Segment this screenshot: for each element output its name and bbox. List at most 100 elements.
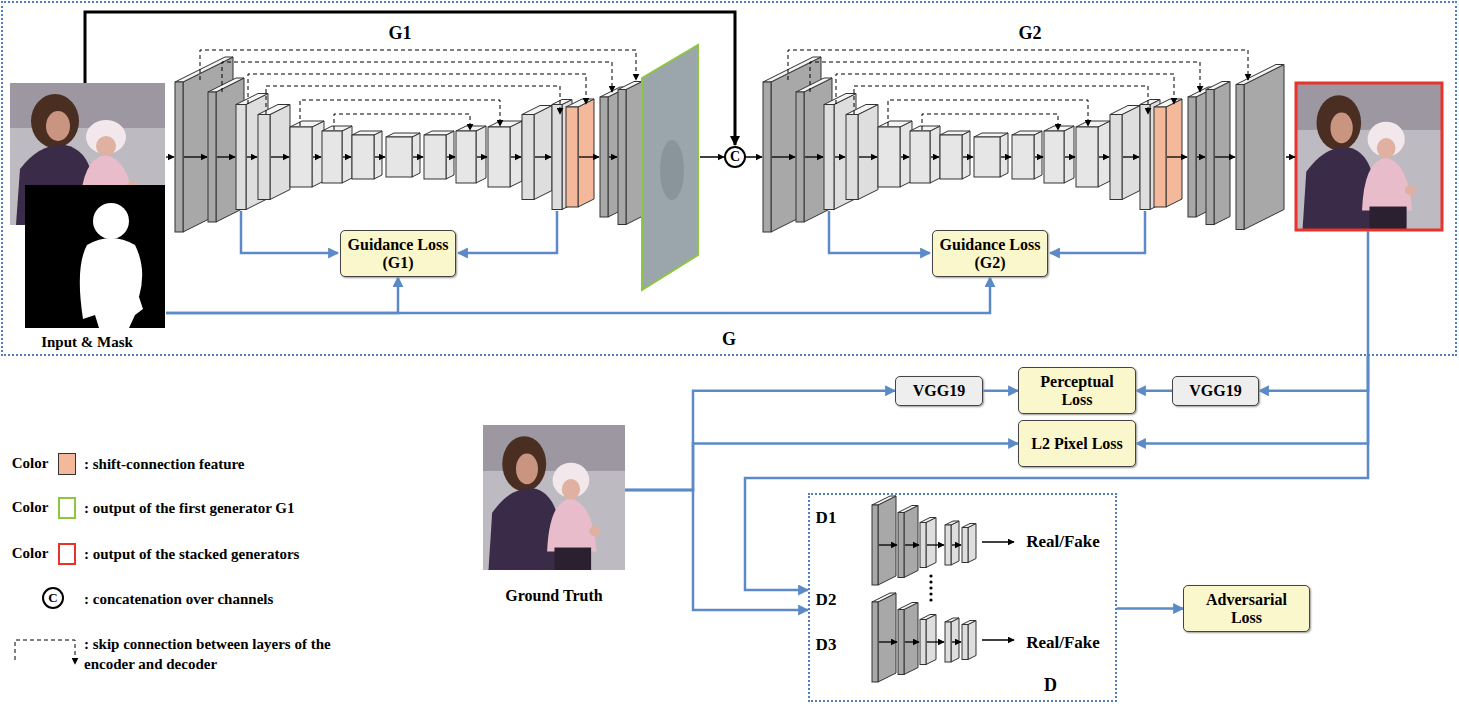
generator-network <box>175 57 642 232</box>
flow-arrow <box>343 156 351 157</box>
flow-arrow <box>1123 156 1139 157</box>
photo <box>483 425 625 570</box>
label: C <box>730 149 740 164</box>
flow-arrow <box>511 156 521 157</box>
discriminator-network <box>872 496 976 585</box>
flow-arrow <box>1286 156 1295 158</box>
g1-output-plane <box>642 45 698 290</box>
flow-arrow <box>835 156 845 157</box>
skip-connection <box>200 50 636 80</box>
skip-connection <box>888 100 1088 126</box>
legend-text: : concatenation over channels <box>84 589 273 609</box>
label: C <box>48 591 57 605</box>
node-label: Ground Truth <box>505 587 602 605</box>
flow-arrow <box>579 156 599 157</box>
skip-symbol <box>15 640 75 664</box>
skip-connection <box>810 62 1200 92</box>
flow-arrow <box>535 156 551 157</box>
generator-network <box>763 57 1284 232</box>
ellipsis-dot <box>929 586 932 589</box>
node-label: L2 Pixel Loss <box>1031 435 1123 453</box>
output-frame <box>1296 83 1442 230</box>
flow-arrow <box>375 156 385 157</box>
label: Color <box>12 499 49 516</box>
flow-arrow <box>1035 156 1043 157</box>
label: Real/Fake <box>1026 634 1100 653</box>
flow-arrow <box>313 156 321 157</box>
legend-swatch <box>58 453 76 475</box>
flow-arrow <box>905 544 919 545</box>
photo <box>1297 84 1441 229</box>
flow-arrow <box>700 156 724 158</box>
flow-arrow <box>879 544 897 545</box>
flow-arrow <box>859 156 877 157</box>
flow-arrow <box>413 156 423 157</box>
ellipsis-dot <box>929 592 932 595</box>
feature-tap <box>829 211 930 253</box>
skip-connection <box>788 50 1248 80</box>
connector <box>166 277 990 313</box>
flow-arrow <box>982 541 1014 543</box>
flow-arrow <box>772 156 795 157</box>
node-label: Adversarial Loss <box>1190 591 1303 626</box>
flow-arrow <box>879 641 897 642</box>
node-label: D <box>1044 675 1057 696</box>
legend-text: : output of the stacked generators <box>84 544 299 564</box>
vgg-box: VGG19 <box>895 376 983 406</box>
node-label: Guidance Loss (G1) <box>347 236 449 271</box>
legend-text: : shift-connection feature <box>84 454 245 474</box>
flow-arrow <box>901 156 909 157</box>
flow-arrow <box>905 641 919 642</box>
connector <box>1259 356 1368 391</box>
ellipsis-dot <box>929 580 932 583</box>
flow-arrow <box>184 156 207 157</box>
flow-arrow <box>982 639 1014 641</box>
skip-connection <box>300 100 500 126</box>
generator-region: GInput & MaskGuidance Loss (G1)Guidance … <box>1 1 1457 356</box>
loss-box: Adversarial Loss <box>1183 585 1310 632</box>
connector <box>1136 390 1172 393</box>
input-bypass <box>85 12 735 145</box>
flow-arrow <box>952 641 961 642</box>
loss-box: Guidance Loss (G1) <box>340 230 456 277</box>
flow-arrow <box>931 156 939 157</box>
loss-box: L2 Pixel Loss <box>1018 420 1136 467</box>
feature-tap <box>1050 211 1145 253</box>
loss-box: Guidance Loss (G2) <box>932 230 1048 277</box>
ellipsis-dot <box>929 598 932 601</box>
node-label: VGG19 <box>913 382 965 400</box>
flow-arrow <box>1215 156 1235 157</box>
connector <box>625 444 1018 491</box>
legend-text: : output of the first generator G1 <box>84 498 295 518</box>
flow-arrow <box>1065 156 1075 157</box>
flow-arrow <box>271 156 289 157</box>
node-label: VGG19 <box>1189 382 1241 400</box>
connector <box>625 490 808 610</box>
g1-output-shadow <box>660 140 684 200</box>
discriminator-region: D <box>808 493 1117 702</box>
label: D1 <box>816 509 837 528</box>
flow-arrow <box>609 156 617 157</box>
flow-arrow <box>247 156 257 157</box>
connector <box>625 391 895 490</box>
legend-swatch <box>58 497 76 519</box>
label: G2 <box>1018 24 1041 44</box>
skip-connection <box>222 62 612 92</box>
node-label: G <box>722 329 736 350</box>
feature-tap <box>458 211 557 253</box>
node-label: Perceptual Loss <box>1025 373 1129 408</box>
flow-arrow <box>1099 156 1109 157</box>
label: G1 <box>388 24 411 44</box>
label: Color <box>12 455 49 472</box>
connector <box>983 390 1018 393</box>
flow-arrow <box>1197 156 1205 157</box>
flow-arrow <box>805 156 823 157</box>
loss-box: Perceptual Loss <box>1018 367 1136 414</box>
ellipsis-dot <box>929 574 932 577</box>
concat-symbol <box>43 588 63 608</box>
mask-image <box>25 185 165 328</box>
connector <box>1117 607 1183 610</box>
label: Color <box>12 545 49 562</box>
skip-connection <box>922 114 1058 130</box>
skip-connection <box>334 114 470 130</box>
